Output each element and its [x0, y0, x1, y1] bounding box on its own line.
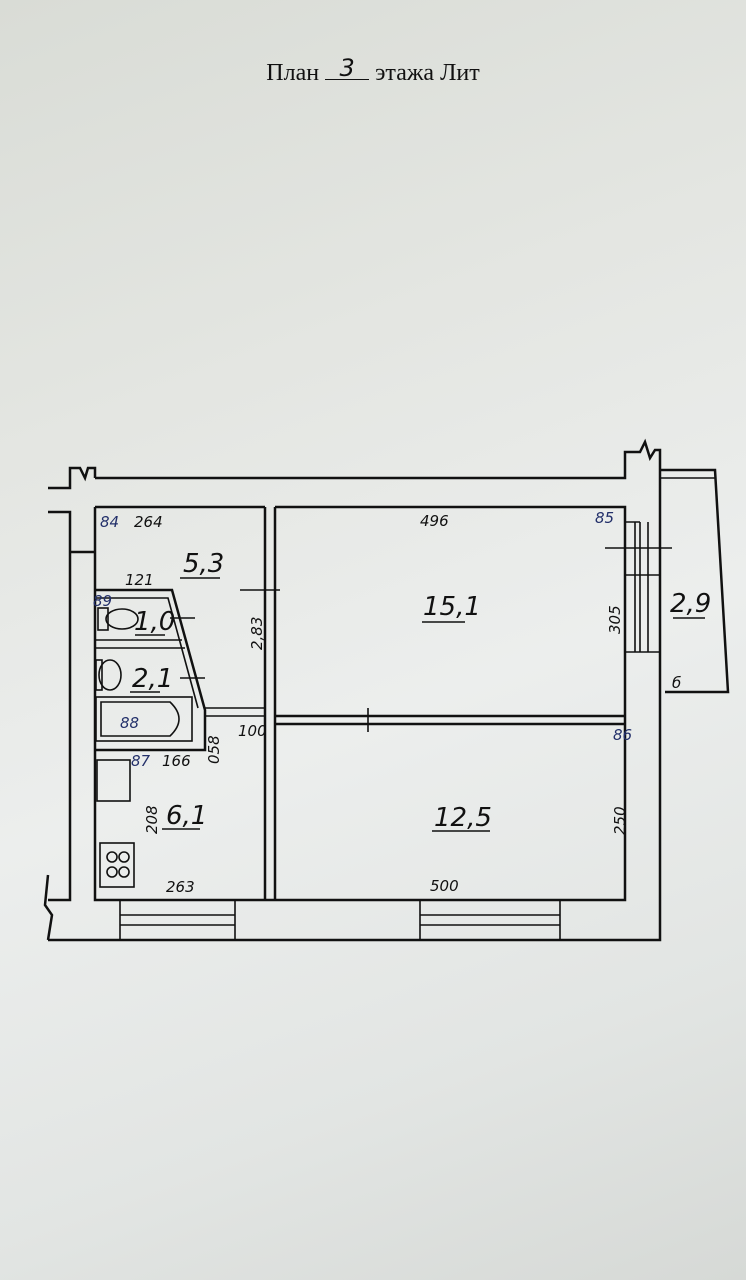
stove-fixture [99, 842, 135, 888]
kitchen-sink-fixture [96, 759, 131, 802]
dim-166: 166 [162, 752, 191, 770]
dim-263: 263 [166, 878, 195, 896]
title-prefix: План [266, 60, 320, 86]
dim-264: 264 [134, 513, 163, 531]
dim-058: 058 [205, 735, 223, 764]
dim-283: 2,83 [248, 617, 266, 650]
dim-100: 100 [238, 722, 267, 740]
area-toilet: 1,0 [134, 607, 175, 637]
area-bathroom: 2,1 [132, 664, 173, 694]
plan-title: План 3 этажа Лит [0, 56, 746, 87]
dim-delta: б [672, 674, 681, 692]
title-suffix: этажа Лит [375, 60, 480, 86]
dim-86: 86 [613, 726, 632, 744]
area-balcony: 2,9 [670, 589, 711, 619]
area-kitchen: 6,1 [166, 801, 207, 831]
dim-84: 84 [100, 513, 119, 531]
dim-208: 208 [143, 805, 161, 834]
dim-121: 121 [125, 571, 154, 589]
bathtub-fixture [95, 696, 193, 742]
dim-87: 87 [131, 752, 151, 770]
dim-89: 89 [93, 592, 112, 610]
area-room-small: 12,5 [434, 803, 492, 833]
interior-walls [95, 507, 625, 900]
toilet-fixture [97, 607, 139, 631]
area-room-large: 15,1 [423, 592, 481, 622]
balcony [660, 468, 730, 694]
dim-496: 496 [420, 512, 449, 530]
floor-number: 3 [325, 56, 370, 80]
dim-85: 85 [595, 509, 614, 527]
dim-88: 88 [120, 714, 139, 732]
area-hall: 5,3 [183, 549, 224, 579]
dim-500: 500 [430, 877, 459, 895]
windows [119, 521, 672, 940]
area-underlines [130, 577, 705, 832]
outer-walls [43, 438, 662, 942]
sink-fixture [95, 659, 122, 691]
dim-305: 305 [606, 605, 624, 634]
dim-250: 250 [611, 806, 629, 835]
